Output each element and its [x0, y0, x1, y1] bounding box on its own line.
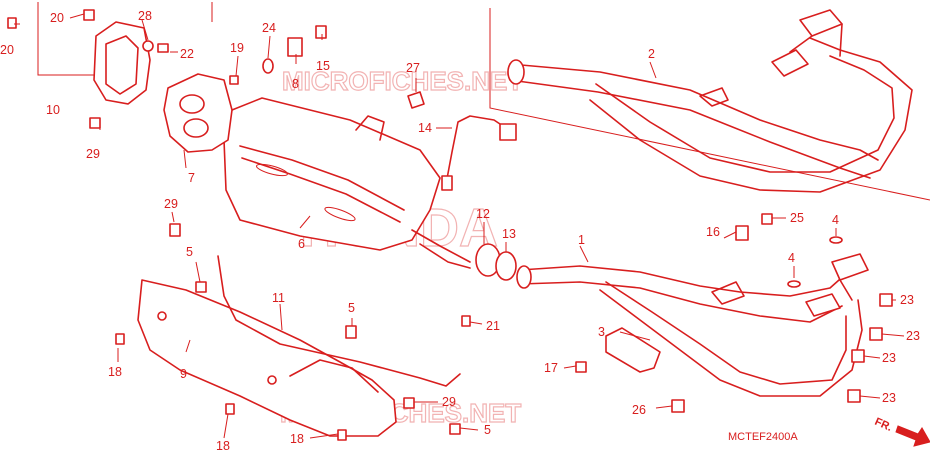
muffler	[223, 97, 471, 269]
callout-10: 10	[46, 103, 60, 117]
callout-20-a: 20	[50, 11, 64, 25]
callout-5-c: 5	[484, 423, 491, 437]
forward-label: FR.	[873, 416, 894, 434]
callout-6: 6	[298, 237, 305, 251]
callout-28: 28	[138, 9, 152, 23]
callout-1: 1	[578, 233, 585, 247]
watermark-top: MICROFICHES.NET	[282, 66, 523, 96]
forward-arrow-icon: FR.	[873, 416, 930, 447]
callout-3: 3	[598, 325, 605, 339]
callout-labels: 20 20 28 22 24 19 8 15 27 14 2 10 29 7 6…	[0, 9, 920, 453]
callout-4-a: 4	[832, 213, 839, 227]
end-cap	[163, 73, 233, 153]
callout-22: 22	[180, 47, 194, 61]
callout-18-b: 18	[216, 439, 230, 453]
callout-24: 24	[262, 21, 276, 35]
callout-16: 16	[706, 225, 720, 239]
fasteners	[7, 9, 893, 441]
diagram-code: MCTEF2400A	[728, 431, 798, 443]
callout-20-b: 20	[0, 43, 14, 57]
mounting-bracket	[605, 327, 661, 373]
callout-25: 25	[790, 211, 804, 225]
callout-27: 27	[406, 61, 420, 75]
callout-29-b: 29	[164, 197, 178, 211]
exhaust-pipe-lower	[516, 253, 869, 397]
callout-9: 9	[180, 367, 187, 381]
bracket-frame-right	[489, 8, 930, 201]
callout-8: 8	[292, 77, 299, 91]
callout-11: 11	[272, 291, 285, 305]
callout-18-c: 18	[290, 432, 304, 446]
callout-18-a: 18	[108, 365, 122, 379]
callout-23-c: 23	[882, 351, 896, 365]
callout-7: 7	[188, 171, 195, 185]
callout-2: 2	[648, 47, 655, 61]
callout-21: 21	[486, 319, 500, 333]
joint-pipe	[475, 243, 517, 281]
callout-26: 26	[632, 403, 646, 417]
callout-15: 15	[316, 59, 330, 73]
callout-17: 17	[544, 361, 558, 375]
exhaust-pipe-upper	[507, 9, 913, 193]
callout-5-b: 5	[348, 301, 355, 315]
callout-14: 14	[418, 121, 432, 135]
heat-guard-stay	[217, 255, 461, 387]
callout-4-b: 4	[788, 251, 795, 265]
callout-12: 12	[476, 207, 490, 221]
callout-19: 19	[230, 41, 244, 55]
callout-29-a: 29	[86, 147, 100, 161]
callout-5-a: 5	[186, 245, 193, 259]
callout-23-a: 23	[900, 293, 914, 307]
callout-23-d: 23	[882, 391, 896, 405]
oxygen-sensor	[441, 115, 517, 191]
callout-23-b: 23	[906, 329, 920, 343]
protector-plate	[93, 21, 151, 105]
callout-13: 13	[502, 227, 516, 241]
heat-guard	[137, 279, 397, 437]
callout-29-c: 29	[442, 395, 456, 409]
